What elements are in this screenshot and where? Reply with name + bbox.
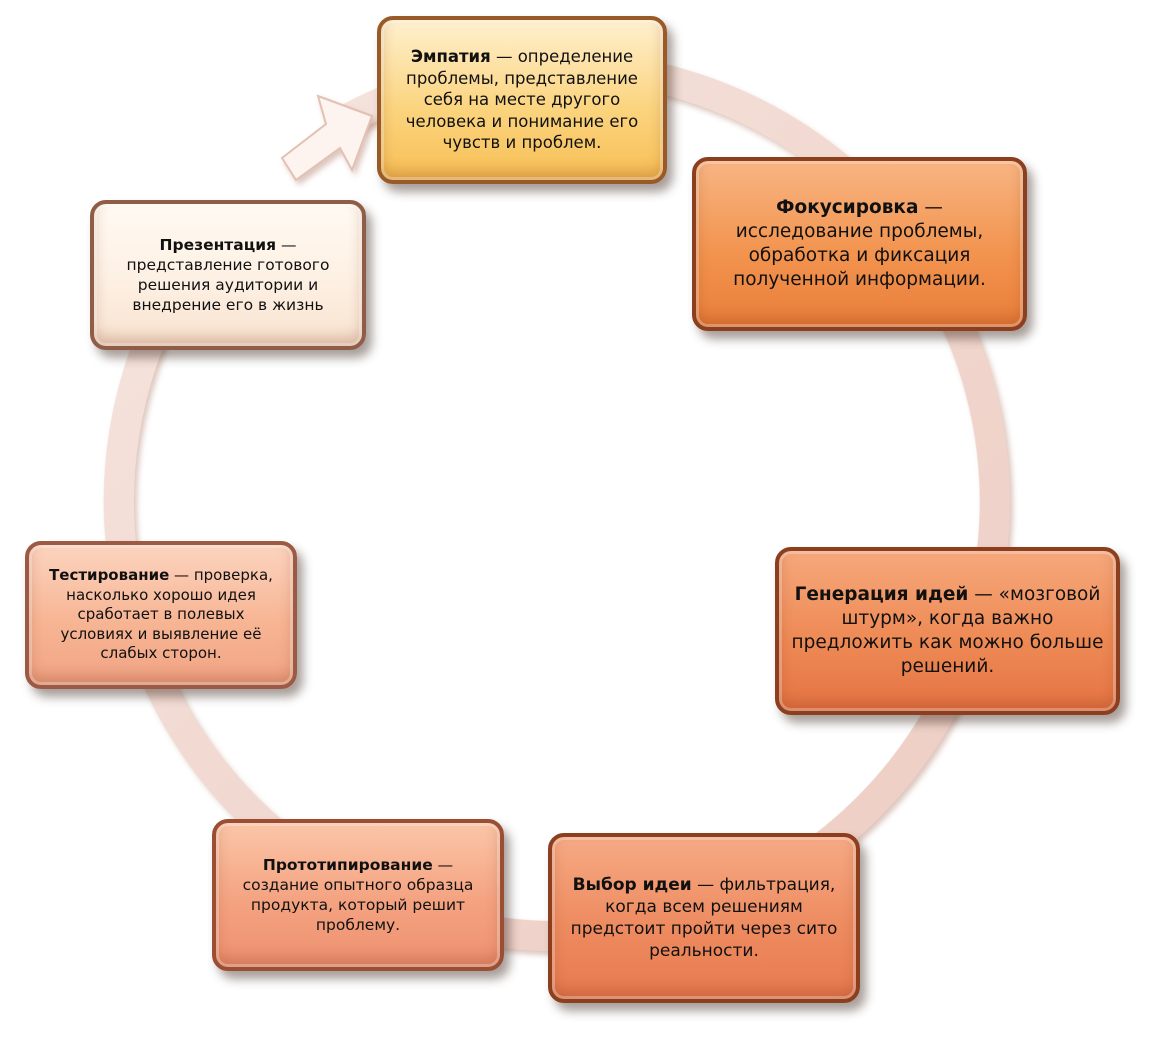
step-empathy-box: Эмпатия — определение проблемы, представ… xyxy=(377,16,667,184)
step-testing-title: Тестирование xyxy=(49,566,170,585)
step-prototype-description: — создание опытного образца продукта, ко… xyxy=(242,855,474,935)
step-testing-box: Тестирование — проверка, насколько хорош… xyxy=(25,541,297,689)
step-testing-description: — проверка, насколько хорошо идея сработ… xyxy=(60,566,273,663)
step-testing-text: Тестирование — проверка, насколько хорош… xyxy=(29,566,293,664)
step-focus-box: Фокусировка — исследование проблемы, обр… xyxy=(692,157,1027,331)
step-presentation-description: — представление готового решения аудитор… xyxy=(126,235,330,315)
step-prototype-box: Прототипирование — создание опытного обр… xyxy=(212,819,504,971)
step-ideation-text: Генерация идей — «мозговой штурм», когда… xyxy=(779,583,1116,679)
step-focus-text: Фокусировка — исследование проблемы, обр… xyxy=(696,196,1023,292)
step-selection-description: — фильтрация, когда всем решениям предст… xyxy=(570,874,838,962)
step-focus-title: Фокусировка xyxy=(776,196,919,218)
step-ideation-description: — «мозговой штурм», когда важно предложи… xyxy=(791,583,1104,678)
step-empathy-text: Эмпатия — определение проблемы, представ… xyxy=(381,46,663,153)
step-selection-title: Выбор идеи xyxy=(572,874,692,895)
step-empathy-description: — определение проблемы, представление се… xyxy=(405,47,639,153)
cycle-arrow-head-icon xyxy=(280,94,374,182)
step-ideation-title: Генерация идей xyxy=(794,583,969,605)
step-presentation-text: Презентация — представление готового реш… xyxy=(94,235,362,316)
step-presentation-title: Презентация xyxy=(159,235,277,254)
step-prototype-text: Прототипирование — создание опытного обр… xyxy=(216,855,500,936)
step-presentation-box: Презентация — представление готового реш… xyxy=(90,200,366,350)
step-prototype-title: Прототипирование xyxy=(262,855,433,874)
step-empathy-title: Эмпатия xyxy=(410,47,491,67)
step-selection-box: Выбор идеи — фильтрация, когда всем реше… xyxy=(548,833,860,1003)
step-ideation-box: Генерация идей — «мозговой штурм», когда… xyxy=(775,547,1120,715)
step-focus-description: — исследование проблемы, обработка и фик… xyxy=(733,196,986,291)
step-selection-text: Выбор идеи — фильтрация, когда всем реше… xyxy=(552,874,856,962)
